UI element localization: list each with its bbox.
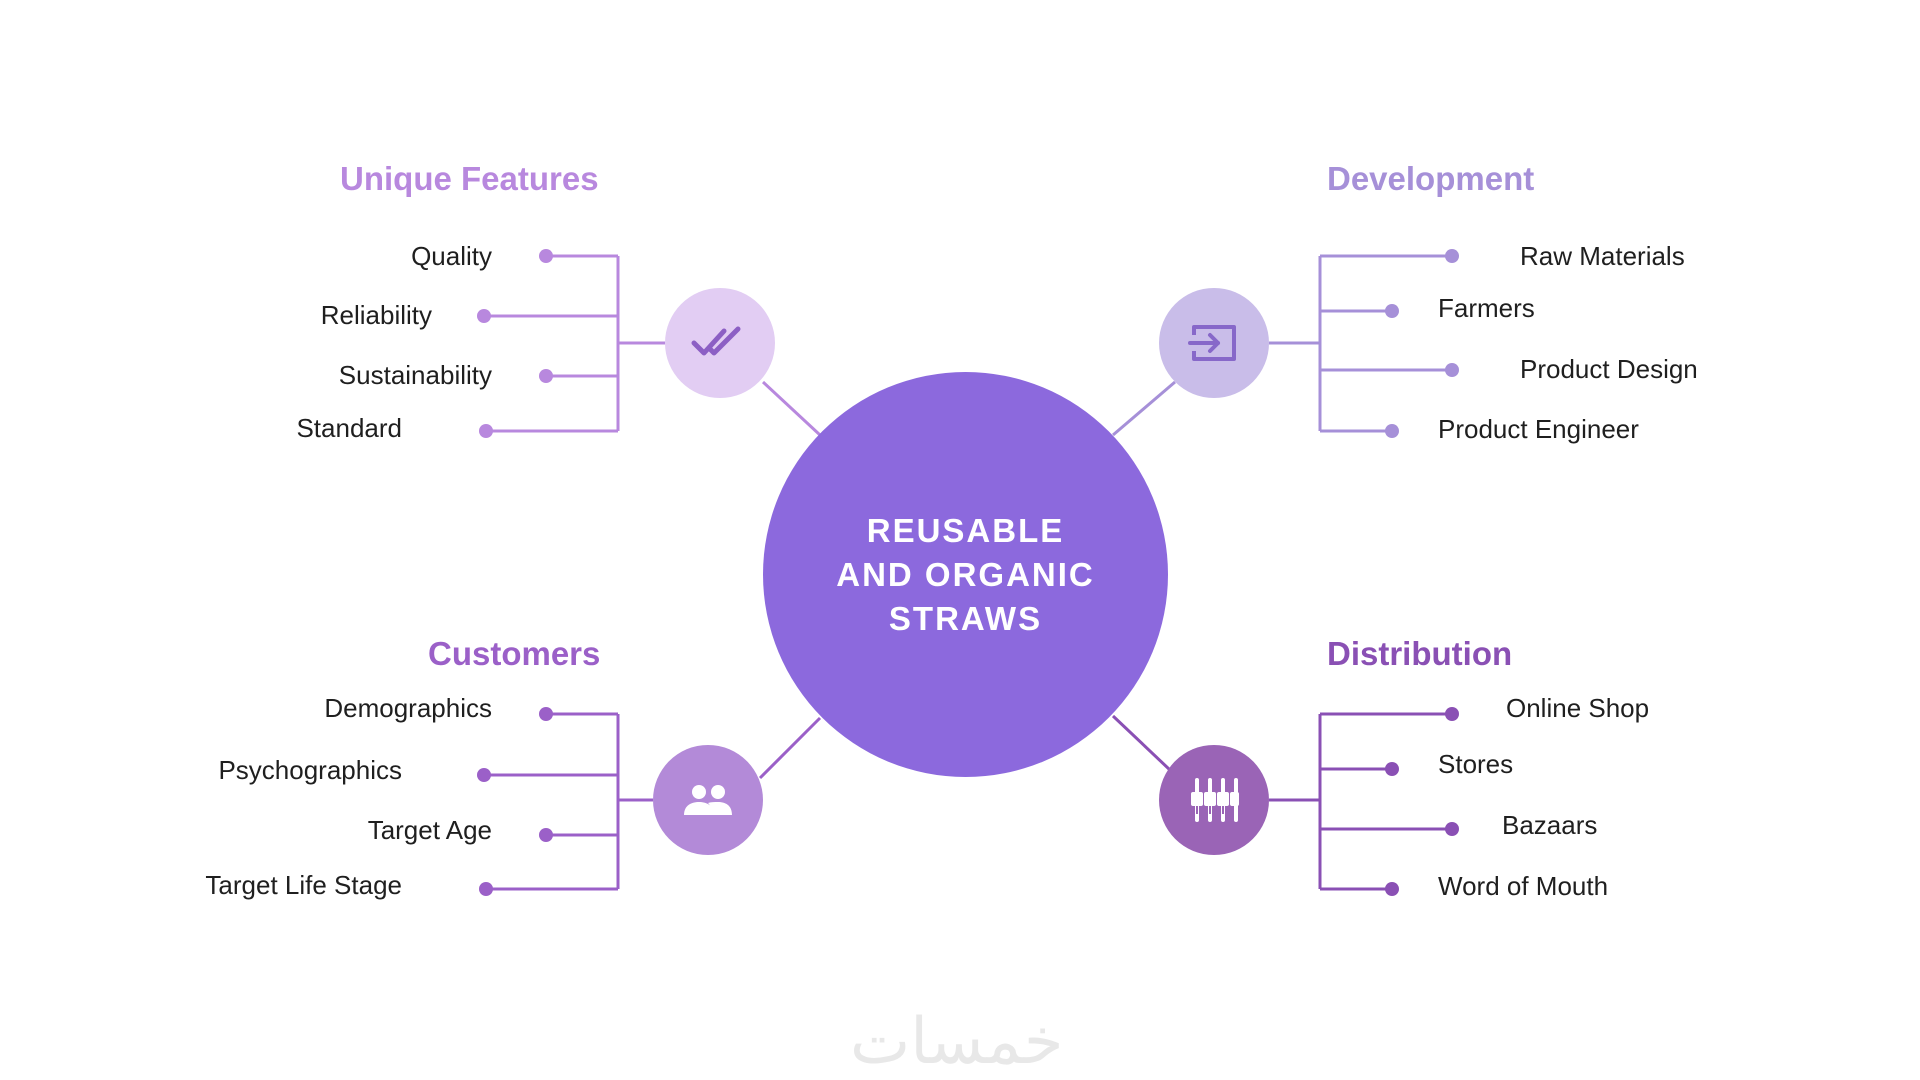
equalizer-icon: [1191, 778, 1239, 822]
distribution-dot: [1445, 822, 1459, 836]
development-item-1: Raw Materials: [1520, 241, 1685, 271]
development-dot: [1385, 304, 1399, 318]
customers-title: Customers: [428, 635, 601, 672]
central-topic-line-1: REUSABLE: [866, 511, 1065, 549]
development-dot: [1385, 424, 1399, 438]
development-hub: [1159, 288, 1269, 398]
customers-item-3: Target Age: [367, 815, 492, 845]
customers-hub: [653, 745, 763, 855]
unique-features-item-2: Reliability: [320, 300, 432, 330]
customers-dot: [539, 707, 553, 721]
unique-features-spoke: [761, 380, 822, 437]
customers-dot: [539, 828, 553, 842]
central-topic: REUSABLE AND ORGANIC STRAWS: [763, 372, 1168, 777]
distribution-item-4: Word of Mouth: [1438, 871, 1609, 901]
development-item-2: Farmers: [1438, 293, 1535, 323]
development-item-3: Product Design: [1520, 354, 1698, 384]
unique-features-item-1: Quality: [411, 241, 492, 271]
people-icon: [684, 785, 732, 815]
unique-features-dot: [539, 249, 553, 263]
development-dot: [1445, 363, 1459, 377]
distribution-dot: [1385, 762, 1399, 776]
unique-features-item-3: Sustainability: [338, 360, 492, 390]
distribution-item-1: Online Shop: [1506, 693, 1650, 723]
distribution-item-2: Stores: [1438, 749, 1514, 779]
customers-dot: [477, 768, 491, 782]
distribution-spoke: [1111, 714, 1172, 772]
unique-features-dot: [477, 309, 491, 323]
customers-item-2: Psychographics: [218, 755, 402, 785]
development-item-4: Product Engineer: [1438, 414, 1639, 444]
unique-features-item-4: Standard: [296, 413, 402, 443]
watermark-logo: خمسات: [850, 1005, 1064, 1079]
distribution-title: Distribution: [1327, 635, 1513, 672]
distribution-dot: [1445, 707, 1459, 721]
customers-spoke: [758, 716, 822, 780]
unique-features-dot: [479, 424, 493, 438]
development-dot: [1445, 249, 1459, 263]
customers-item-4: Target Life Stage: [205, 870, 402, 900]
distribution-dot: [1385, 882, 1399, 896]
unique-features-title: Unique Features: [340, 160, 599, 197]
double-check-icon: [691, 326, 741, 356]
central-topic-line-3: STRAWS: [888, 599, 1043, 637]
development-title: Development: [1327, 160, 1535, 197]
development-spoke: [1112, 380, 1176, 437]
enter-box-icon: [1188, 325, 1236, 361]
unique-features-hub: [665, 288, 775, 398]
central-topic-line-2: AND ORGANIC: [836, 555, 1095, 593]
customers-item-1: Demographics: [324, 693, 492, 723]
distribution-item-3: Bazaars: [1502, 810, 1598, 840]
customers-dot: [479, 882, 493, 896]
unique-features-dot: [539, 369, 553, 383]
distribution-hub: [1159, 745, 1269, 855]
